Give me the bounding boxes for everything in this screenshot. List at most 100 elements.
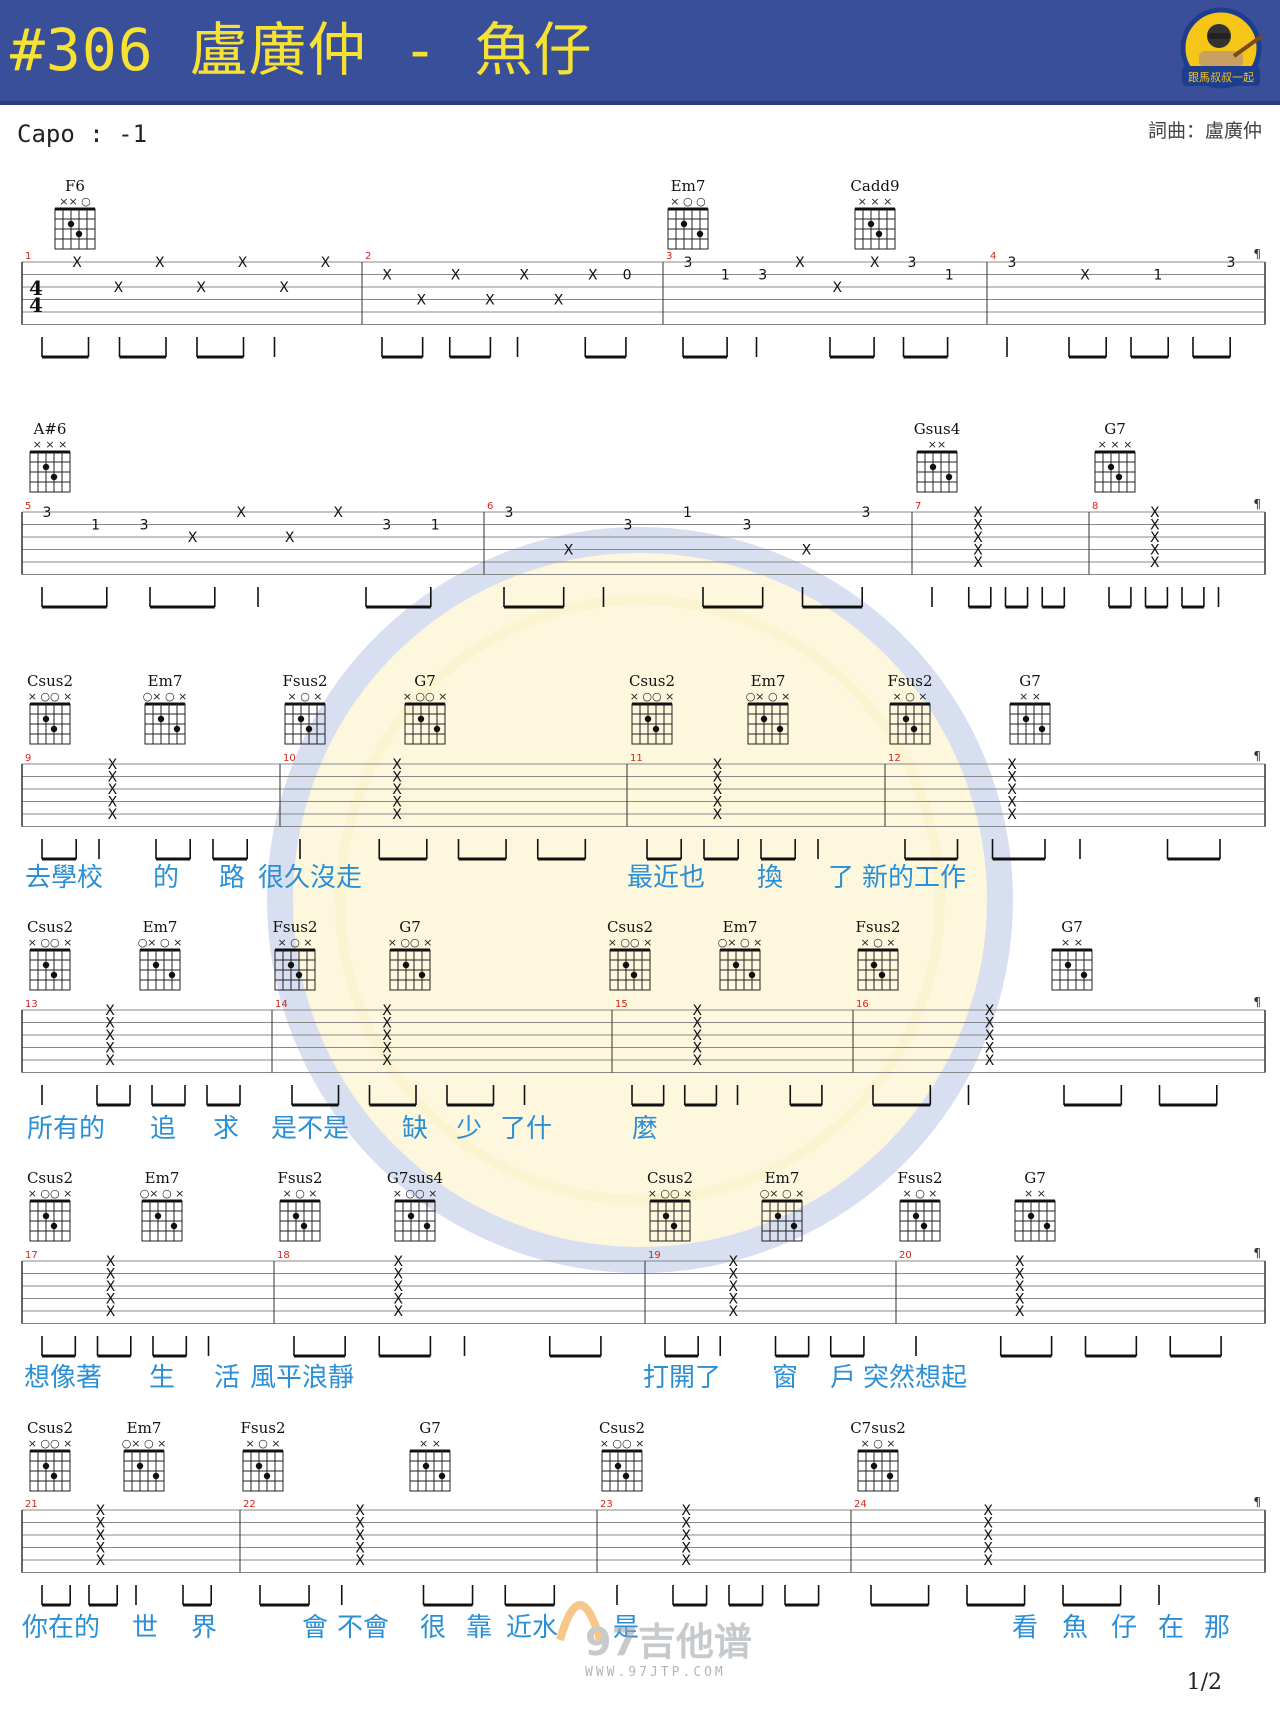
chord-name: G7sus4	[387, 1169, 443, 1187]
tab-note: X	[1150, 505, 1160, 521]
logo-lettering: 跟馬叔叔一起	[1188, 70, 1254, 84]
chord-name: F6	[65, 177, 85, 195]
finger-dot	[902, 715, 910, 723]
chord-diagram: Em7○× ○ ×	[138, 918, 182, 991]
finger-dot	[402, 961, 410, 969]
tab-note: X	[382, 1041, 392, 1057]
finger-dot	[42, 463, 50, 471]
chord-name: Fsus2	[272, 918, 317, 936]
finger-dot	[644, 715, 652, 723]
tab-note: X	[238, 255, 248, 271]
measure-number: 2	[365, 251, 371, 262]
tab-note: X	[382, 1003, 392, 1019]
tab-note: X	[833, 280, 843, 296]
measure-number: 14	[275, 999, 288, 1010]
tab-note: X	[713, 807, 723, 823]
tab-note: X	[973, 518, 983, 534]
measure-number: 19	[648, 1250, 661, 1261]
tab-note: X	[1007, 757, 1017, 773]
tab-note: X	[485, 293, 495, 309]
finger-dot	[1022, 715, 1030, 723]
finger-dot	[929, 463, 937, 471]
tab-note: X	[681, 1541, 691, 1557]
tab-note: X	[382, 1016, 392, 1032]
lyric-text: 打開了	[643, 1363, 721, 1393]
chord-mutes: ○× ○ ×	[746, 690, 791, 703]
tab-note: 3	[758, 268, 767, 284]
finger-dot	[732, 961, 740, 969]
finger-dot	[422, 1462, 430, 1470]
tab-note: X	[105, 1003, 115, 1019]
chord-diagram: Em7○× ○ ×	[143, 672, 187, 745]
finger-dot	[790, 1222, 798, 1230]
lyric-text: 界	[191, 1613, 217, 1643]
tab-note: X	[105, 1041, 115, 1057]
finger-dot	[662, 1212, 670, 1220]
chord-mutes: × ○○ ×	[600, 1437, 645, 1450]
chord-diagram: Csus2× ○○ ×	[647, 1169, 693, 1242]
chord-name: Fsus2	[277, 1169, 322, 1187]
tab-note: X	[1007, 782, 1017, 798]
tab-note: 3	[743, 518, 752, 534]
chord-mutes: × ○ ×	[860, 1437, 895, 1450]
tab-note: X	[106, 1279, 116, 1295]
lyric-text: 想像著	[24, 1363, 102, 1393]
finger-dot	[1115, 473, 1123, 481]
tab-system: Csus2× ○○ ×Em7○× ○ ×Fsus2× ○ ×G7sus4× ○○…	[21, 1169, 1266, 1393]
finger-dot	[622, 1472, 630, 1480]
tab-note: X	[713, 770, 723, 786]
finger-dot	[867, 220, 875, 228]
chord-diagram: G7× ○○ ×	[388, 918, 432, 991]
tab-note: X	[713, 757, 723, 773]
tab-system: Csus2× ○○ ×Em7○× ○ ×Fsus2× ○ ×G7× ○○ ×Cs…	[21, 672, 1266, 893]
lyric-text: 活	[214, 1363, 240, 1393]
watermark-brand: 97吉他谱	[585, 1620, 752, 1664]
tab-note: X	[681, 1503, 691, 1519]
chord-diagram: Em7○× ○ ×	[718, 918, 762, 991]
tab-note: X	[973, 555, 983, 571]
lyric-text: 去學校	[25, 863, 103, 893]
tab-note: X	[802, 543, 812, 559]
tab-note: X	[729, 1267, 739, 1283]
finger-dot	[42, 1212, 50, 1220]
tab-note: 3	[907, 255, 916, 271]
finger-dot	[1027, 1212, 1035, 1220]
measure-number: 18	[277, 1250, 290, 1261]
chord-name: Fsus2	[897, 1169, 942, 1187]
finger-dot	[255, 1462, 263, 1470]
lyric-text: 窗	[772, 1363, 798, 1393]
chord-name: Cadd9	[850, 177, 899, 195]
chord-diagram: Em7○× ○ ×	[140, 1169, 184, 1242]
measure-number: 8	[1092, 501, 1098, 512]
tab-note: X	[451, 268, 461, 284]
finger-dot	[305, 725, 313, 733]
finger-dot	[433, 725, 441, 733]
tab-note: X	[417, 293, 427, 309]
chord-mutes: × ○○ ×	[28, 1187, 73, 1200]
tab-note: X	[279, 280, 289, 296]
measure-number: 21	[25, 1499, 38, 1510]
chord-mutes: × ○○ ×	[393, 1187, 438, 1200]
tab-note: X	[355, 1553, 365, 1569]
tab-note: X	[729, 1292, 739, 1308]
tab-note: X	[985, 1003, 995, 1019]
measure-number: 6	[487, 501, 493, 512]
chord-diagram: Csus2× ○○ ×	[27, 918, 73, 991]
tab-note: 1	[91, 518, 100, 534]
finger-dot	[630, 971, 638, 979]
chord-mutes: × ○ ×	[277, 936, 312, 949]
tab-note: 3	[684, 255, 693, 271]
tab-note: 3	[1008, 255, 1017, 271]
chord-diagram: Fsus2× ○ ×	[855, 918, 901, 991]
tab-note: X	[983, 1528, 993, 1544]
tab-note: X	[105, 1016, 115, 1032]
chord-name: C7sus2	[850, 1419, 906, 1437]
finger-dot	[50, 473, 58, 481]
chord-mutes: × × ×	[33, 438, 68, 451]
finger-dot	[287, 961, 295, 969]
measure-number: 22	[243, 1499, 256, 1510]
finger-dot	[1038, 725, 1046, 733]
measure-number: 7	[915, 501, 921, 512]
